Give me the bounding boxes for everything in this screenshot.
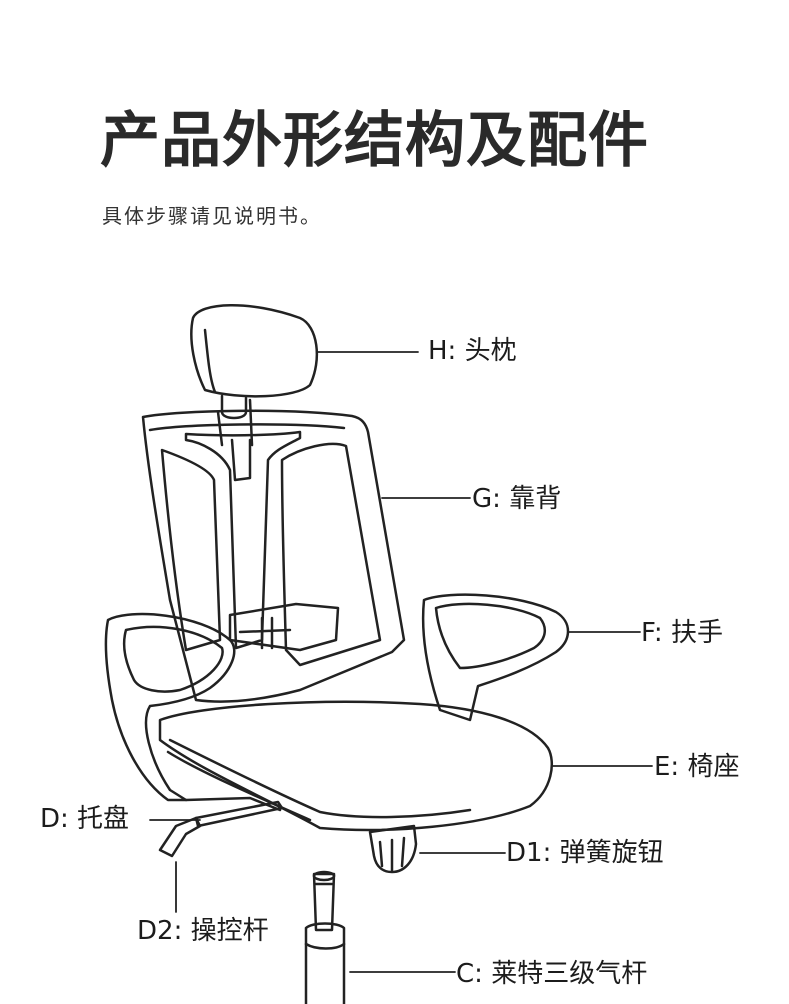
part-name: 头枕: [464, 336, 517, 366]
gas-lift-drawing: [304, 870, 346, 1004]
part-name: 操控杆: [190, 916, 269, 946]
part-label-gas-lift: C: 莱特三级气杆: [456, 961, 647, 987]
part-label-backrest: G: 靠背: [472, 486, 561, 512]
part-name: 莱特三级气杆: [491, 959, 648, 989]
right-armrest-drawing: [421, 593, 570, 722]
spring-knob-drawing: [368, 824, 418, 874]
part-label-tray: D: 托盘: [40, 806, 129, 832]
part-code: C:: [456, 959, 483, 989]
backrest-drawing: [141, 409, 406, 703]
part-label-lever: D2: 操控杆: [137, 918, 269, 944]
part-name: 托盘: [77, 804, 130, 834]
part-name: 靠背: [509, 484, 562, 514]
part-name: 弹簧旋钮: [559, 838, 664, 868]
part-label-seat: E: 椅座: [654, 754, 739, 780]
part-code: D1:: [506, 838, 552, 868]
part-label-spring-knob: D1: 弹簧旋钮: [506, 840, 664, 866]
part-code: F:: [641, 618, 663, 648]
left-armrest-drawing: [104, 612, 236, 802]
lever-drawing: [158, 816, 202, 858]
part-code: G:: [472, 484, 501, 514]
part-code: H:: [428, 336, 457, 366]
part-name: 扶手: [670, 618, 723, 648]
part-name: 椅座: [687, 752, 740, 782]
part-code: E:: [654, 752, 680, 782]
part-label-headrest: H: 头枕: [428, 338, 517, 364]
part-label-armrest: F: 扶手: [641, 620, 723, 646]
page-title: 产品外形结构及配件: [100, 106, 649, 176]
part-code: D:: [40, 804, 69, 834]
page-subtitle: 具体步骤请见说明书。: [102, 204, 322, 228]
part-code: D2:: [137, 916, 183, 946]
seat-drawing: [158, 700, 554, 832]
leader-lines: [149, 351, 653, 973]
